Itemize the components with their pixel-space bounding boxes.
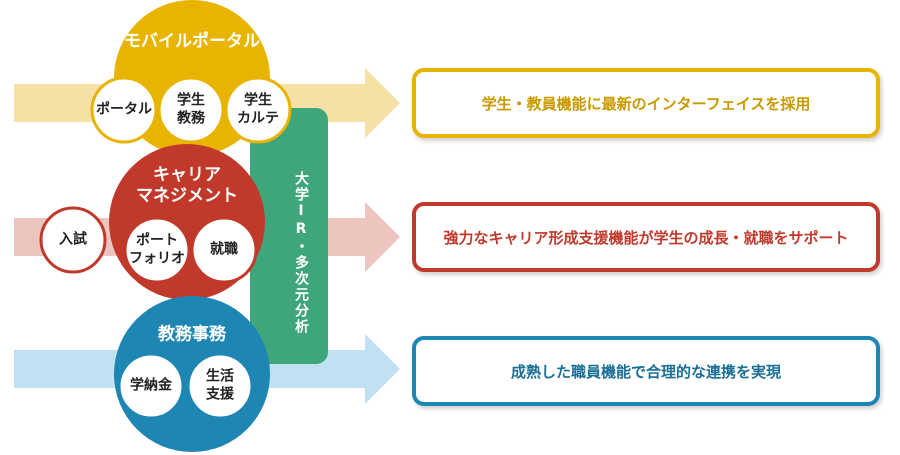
portal-label: ポータル [96,101,152,118]
admission-label: 入試 [59,231,87,248]
sub-circle-student-affairs [157,76,225,144]
result-text-career: 強力なキャリア形成支援機能が学生の成長・就職をサポート [443,228,849,247]
student-affairs-label: 学生 教務 [177,92,205,127]
employment-label: 就職 [210,241,238,258]
result-text-academic: 成熟した職員機能で合理的な連携を実現 [510,362,781,381]
sub-circle-life-support [186,352,254,420]
mobile-portal-title: モバイルポータル [124,31,260,52]
portfolio-label: ポート フォリオ [129,232,185,267]
result-box-mobile: 学生・教員機能に最新のインターフェイスを採用 [412,68,880,138]
sub-circle-employment [190,216,258,284]
ir-analysis-label: 大学IR・多次元分析 [293,171,309,335]
sub-circle-tuition [117,352,185,420]
result-box-academic: 成熟した職員機能で合理的な連携を実現 [412,336,880,406]
tuition-label: 学納金 [130,377,172,394]
academic-affairs-title: 教務事務 [158,324,226,345]
life-support-label: 生活 支援 [206,368,234,403]
sub-circle-admission [39,206,107,274]
sub-circle-portal [90,76,158,144]
ir-analysis-bar [250,108,328,364]
result-box-career: 強力なキャリア形成支援機能が学生の成長・就職をサポート [412,202,880,272]
sub-circle-student-record [224,76,292,144]
career-management-title: キャリア マネジメント [136,164,238,206]
sub-circle-portfolio [123,216,191,284]
student-record-label: 学生 カルテ [237,92,279,127]
result-text-mobile: 学生・教員機能に最新のインターフェイスを採用 [481,94,811,113]
